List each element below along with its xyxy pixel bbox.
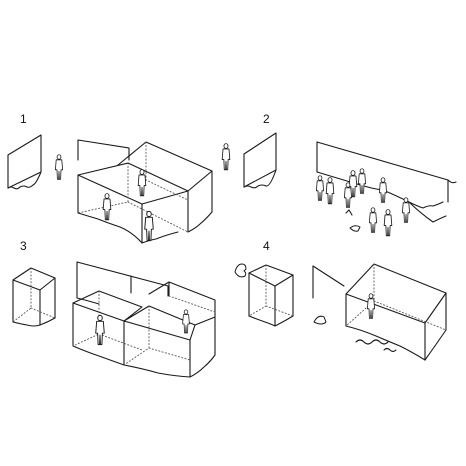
large-box <box>345 263 447 361</box>
panel-3: 3 <box>12 239 216 378</box>
box-right <box>123 305 216 378</box>
panel-label-3: 3 <box>20 239 27 253</box>
panel-label-4: 4 <box>263 239 270 253</box>
person-figure <box>137 169 147 197</box>
panel-1: 1 <box>7 112 231 244</box>
panel-2: 2 <box>243 112 457 237</box>
person-figure <box>102 193 112 221</box>
crowd <box>315 168 411 237</box>
wall-panel-1 <box>7 134 42 190</box>
person-figure <box>182 309 190 334</box>
panel-4: 4 <box>234 239 447 361</box>
person-figure <box>95 314 105 346</box>
box-left <box>72 290 143 366</box>
person-figure <box>55 154 63 180</box>
box-a <box>77 162 189 244</box>
long-wall <box>316 141 457 223</box>
seated-figure <box>349 225 361 232</box>
crouching-figure <box>234 263 247 278</box>
person-figure <box>221 143 231 171</box>
panel-label-2: 2 <box>263 112 270 126</box>
wavy-ground-line <box>355 339 397 353</box>
cube-panel-4 <box>248 264 294 327</box>
wall-panel-2 <box>243 132 277 189</box>
back-wall <box>76 261 169 297</box>
person-figure <box>144 210 154 242</box>
sitting-figure <box>313 315 327 325</box>
panel-label-1: 1 <box>20 112 27 126</box>
dog-figure <box>345 209 353 216</box>
back-wall <box>312 265 345 287</box>
person-figure <box>366 293 376 319</box>
box-b <box>117 141 213 233</box>
back-wall <box>77 139 130 161</box>
cube-panel-3 <box>12 267 56 327</box>
box-middle <box>130 275 216 318</box>
